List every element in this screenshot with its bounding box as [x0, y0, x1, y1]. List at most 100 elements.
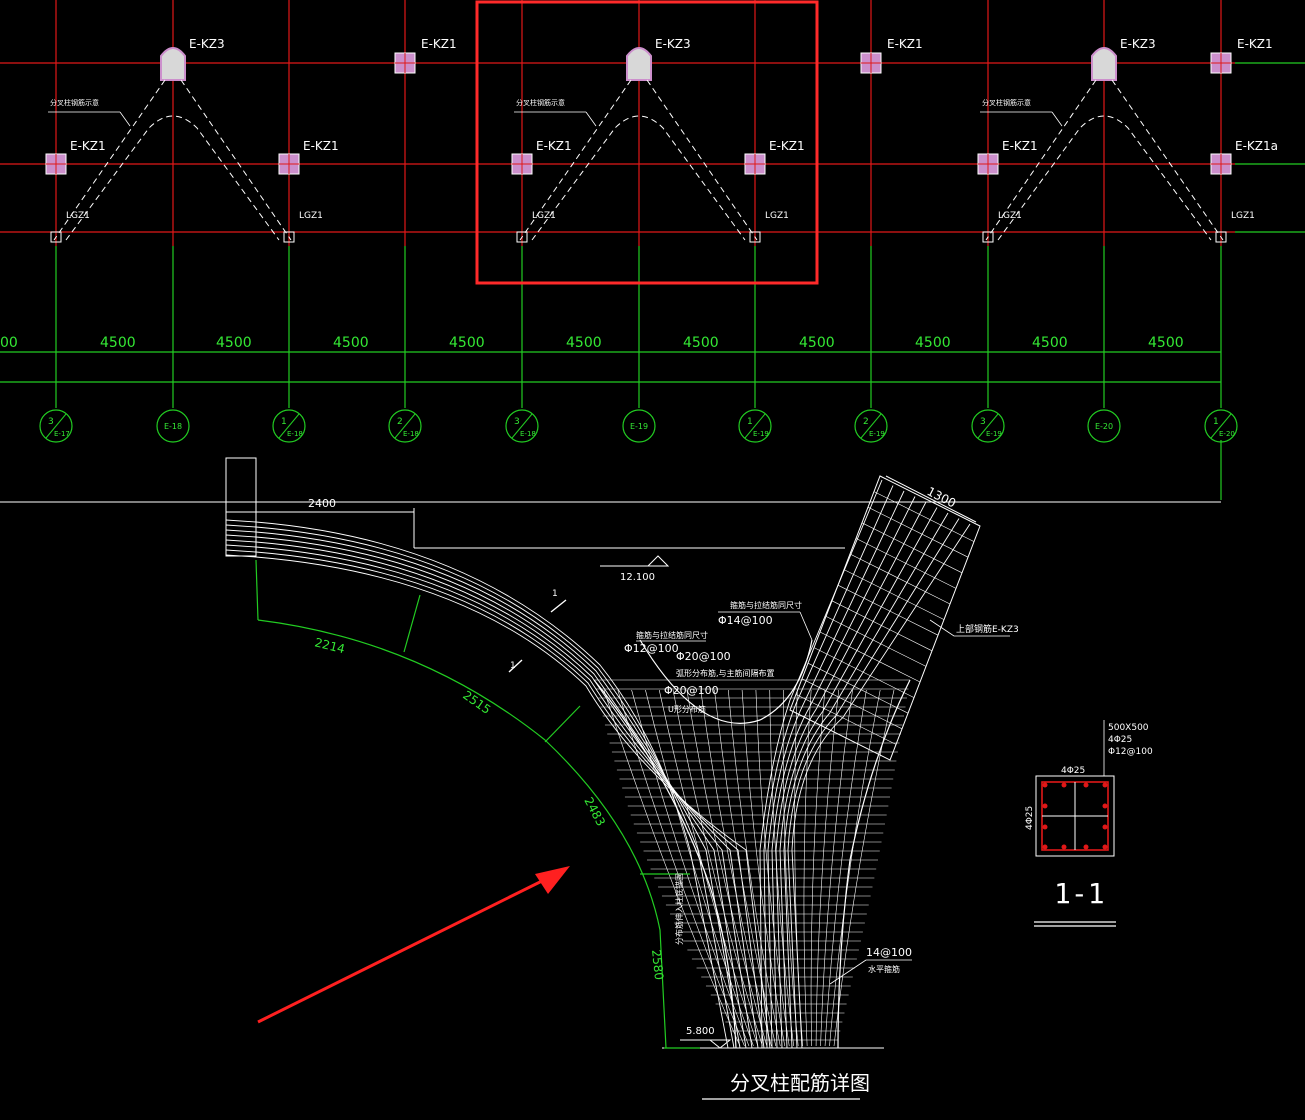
vertical-mesh [727, 689, 781, 1047]
axis-bubble: E-18 [156, 409, 190, 443]
note-hoop-2-spec: Φ14@100 [718, 614, 773, 627]
span-dim: 4500 [1148, 335, 1184, 351]
main-bar-right [787, 518, 960, 1049]
vertical-mesh [803, 689, 812, 1047]
vertical-mesh [617, 689, 745, 1047]
label-kz1-right: E-KZ1 [303, 139, 339, 153]
vertical-mesh [829, 689, 881, 1047]
axis-bubble-bottom: E-17 [54, 430, 70, 438]
note-hoop-2: 箍筋与拉结筋同尺寸 [730, 600, 802, 610]
span-dimensions: 00 4500 4500 4500 4500 4500 4500 4500 45… [0, 335, 1184, 351]
axis-bubble-top: 2 [863, 417, 869, 427]
arm-stirrup [843, 569, 945, 620]
lgz1-base [50, 231, 62, 243]
axis-bubble-slash [977, 413, 999, 439]
vertical-mesh [631, 689, 750, 1047]
main-bar-right [759, 479, 883, 1049]
arc-tick [255, 559, 259, 621]
label-branch-note: 分叉柱钢筋示意 [982, 98, 1031, 107]
red-arrow [257, 866, 570, 1024]
axis-bubble-circle [622, 409, 656, 443]
arc-tick [403, 594, 421, 653]
arc-tick [544, 705, 581, 743]
u-bar [639, 639, 813, 724]
label-lgz1-left: LGZ1 [998, 211, 1022, 221]
label-branch-note: 分叉柱钢筋示意 [50, 98, 99, 107]
lgz1-base [749, 231, 761, 243]
note-u: U形分布筋 [668, 704, 706, 714]
axis-bubble-top: 1 [747, 417, 753, 427]
label-kz3: E-KZ3 [189, 37, 225, 51]
axis-bubble: 1E-18 [272, 409, 306, 443]
axis-bubble-bottom: E-18 [520, 430, 536, 438]
section-mark-top: 1 [552, 589, 558, 599]
axis-bubble-slash [744, 413, 766, 439]
axis-bubble-slash [278, 413, 300, 439]
arc-dimension-line [257, 619, 667, 1049]
arm-stirrup [819, 631, 921, 683]
axis-bubble: E-20 [1087, 409, 1121, 443]
vertical-mesh [810, 689, 826, 1047]
vertical-mesh [794, 689, 803, 1047]
axis-bubble-bottom: E-18 [287, 430, 303, 438]
span-dim: 4500 [216, 335, 252, 351]
rebar-dot [1102, 782, 1108, 788]
span-dim: 4500 [566, 335, 602, 351]
axis-bubble: 3E-17 [39, 409, 73, 443]
leader-line [799, 611, 813, 641]
fork-arm-inner [997, 115, 1212, 241]
axis-bubble-bottom: E-19 [986, 430, 1002, 438]
leader-line [1051, 111, 1063, 127]
vertical-mesh [815, 689, 840, 1047]
axis-bubble-top: 1 [1213, 417, 1219, 427]
vertical-mesh [824, 689, 867, 1047]
label-kz3: E-KZ3 [655, 37, 691, 51]
rebar-dot [1042, 803, 1048, 809]
span-dim: 4500 [100, 335, 136, 351]
label-kz1-left: E-KZ1 [1002, 139, 1038, 153]
vertical-mesh [658, 689, 759, 1047]
fork-arm-outer [519, 79, 632, 241]
kz3-column [626, 47, 652, 81]
axis-bubble-bottom: E-19 [753, 430, 769, 438]
right-arm-rebar [759, 475, 981, 1049]
axis-bubble-circle [738, 409, 772, 443]
label-kz1-left: E-KZ1 [70, 139, 106, 153]
leader-line [929, 619, 955, 637]
top-dim-label: 2400 [308, 497, 336, 510]
axis-bubble-circle [39, 409, 73, 443]
axis-bubble-top: 3 [980, 417, 986, 427]
axis-bubble-slash [860, 413, 882, 439]
axis-bubble-circle [388, 409, 422, 443]
axis-bubble: 3E-19 [971, 409, 1005, 443]
vertical-mesh [820, 689, 853, 1047]
vertical-mesh [782, 689, 799, 1047]
leader-line [119, 111, 131, 127]
label-kz3: E-KZ3 [1120, 37, 1156, 51]
width-dim-line [885, 475, 977, 523]
note-anchor: 分布筋伸入柱底锚固 [674, 873, 684, 945]
label-lgz1-left: LGZ1 [66, 211, 90, 221]
section-mark-bottom: 1 [510, 661, 516, 671]
note-arc: 弧形分布筋,与主筋间隔布置 [676, 668, 775, 678]
detail-title: 分叉柱配筋详图 [730, 1071, 870, 1095]
vertical-mesh [755, 689, 790, 1047]
section-cut [508, 659, 523, 673]
leader-line [585, 111, 597, 127]
rebar-dot [1102, 803, 1108, 809]
axis-bubble-circle [854, 409, 888, 443]
span-dim: 4500 [449, 335, 485, 351]
axis-bubble-circle [156, 409, 190, 443]
fork-arm-outer [1111, 79, 1224, 241]
rebar-dot [1061, 844, 1067, 850]
axis-bubble: 2E-19 [854, 409, 888, 443]
arm-stirrup [837, 584, 939, 636]
section-title: 1-1 [1054, 877, 1105, 910]
fork-arm-outer [985, 79, 1097, 241]
vertical-mesh [833, 689, 895, 1047]
note-u-spec: Φ20@100 [664, 684, 719, 697]
arm-stirrup [807, 662, 909, 714]
